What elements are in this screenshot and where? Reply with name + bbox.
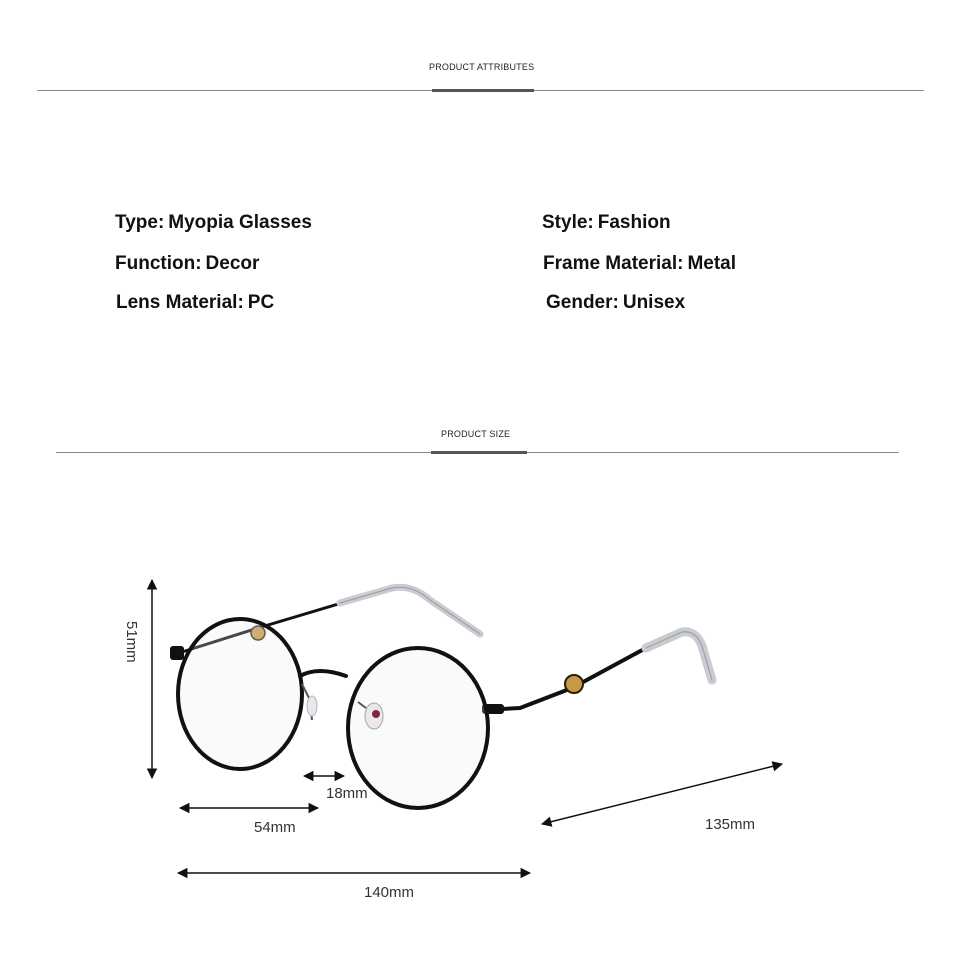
bridge-label: 18mm [326,785,368,802]
frame-width-label: 140mm [364,884,415,901]
far-temple-arm [180,583,484,654]
attribute-gender: Gender:Unisex [546,292,686,313]
attribute-value: Fashion [597,212,671,233]
attribute-style: Style:Fashion [542,212,671,233]
attribute-label: Type [115,212,158,233]
lens-width-label: 54mm [254,819,296,836]
size-divider-accent [431,451,527,454]
temple-length-label: 135mm [705,816,756,833]
attribute-label: Function [115,253,196,274]
attribute-label: Lens Material [116,292,238,313]
attribute-value: Unisex [622,292,686,313]
height-label: 51mm [123,621,140,663]
attribute-label: Gender [546,292,613,313]
temple-length-arrow [540,761,784,827]
attribute-label: Frame Material [543,253,678,274]
section-title-size: PRODUCT SIZE [441,429,511,439]
attribute-value: Decor [205,253,260,274]
attribute-value: Metal [687,253,737,274]
attributes-divider-accent [432,89,534,92]
attribute-function: Function:Decor [115,253,260,274]
bridge [298,669,348,721]
attribute-value: Myopia Glasses [168,212,312,233]
attribute-lens-material: Lens Material:PC [116,292,275,313]
right-lens [346,646,490,810]
section-title-attributes: PRODUCT ATTRIBUTES [429,62,535,72]
attribute-value: PC [247,292,275,313]
attribute-type: Type:Myopia Glasses [115,212,312,233]
attribute-label: Style [542,212,588,233]
left-lens [170,617,304,771]
attribute-frame-material: Frame Material:Metal [543,253,737,274]
near-temple-arm [482,627,717,714]
